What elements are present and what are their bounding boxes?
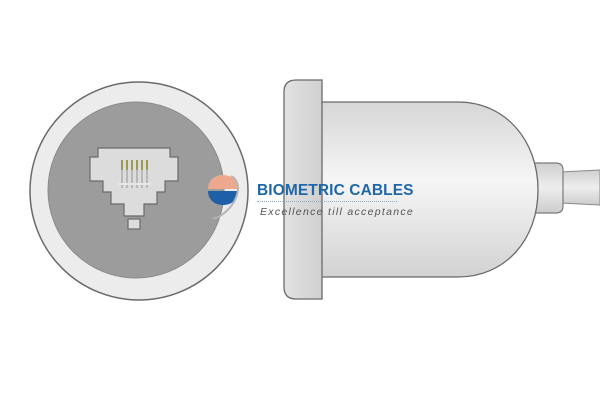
biometric-logo-icon xyxy=(208,175,239,220)
housing-flange xyxy=(283,79,323,300)
watermark-logo: BIOMETRIC CABLES Excellence till accepta… xyxy=(205,172,414,224)
brand-tagline: Excellence till acceptance xyxy=(260,206,415,218)
cable xyxy=(559,169,600,206)
connector-front-face xyxy=(29,81,249,301)
brand-name: BIOMETRIC CABLES xyxy=(257,182,414,199)
connector-side-view xyxy=(283,79,600,300)
jack-pins xyxy=(118,160,151,188)
strain-relief xyxy=(533,162,564,214)
housing-body xyxy=(317,101,539,278)
rj-jack-icon xyxy=(89,147,179,230)
divider xyxy=(257,201,397,202)
